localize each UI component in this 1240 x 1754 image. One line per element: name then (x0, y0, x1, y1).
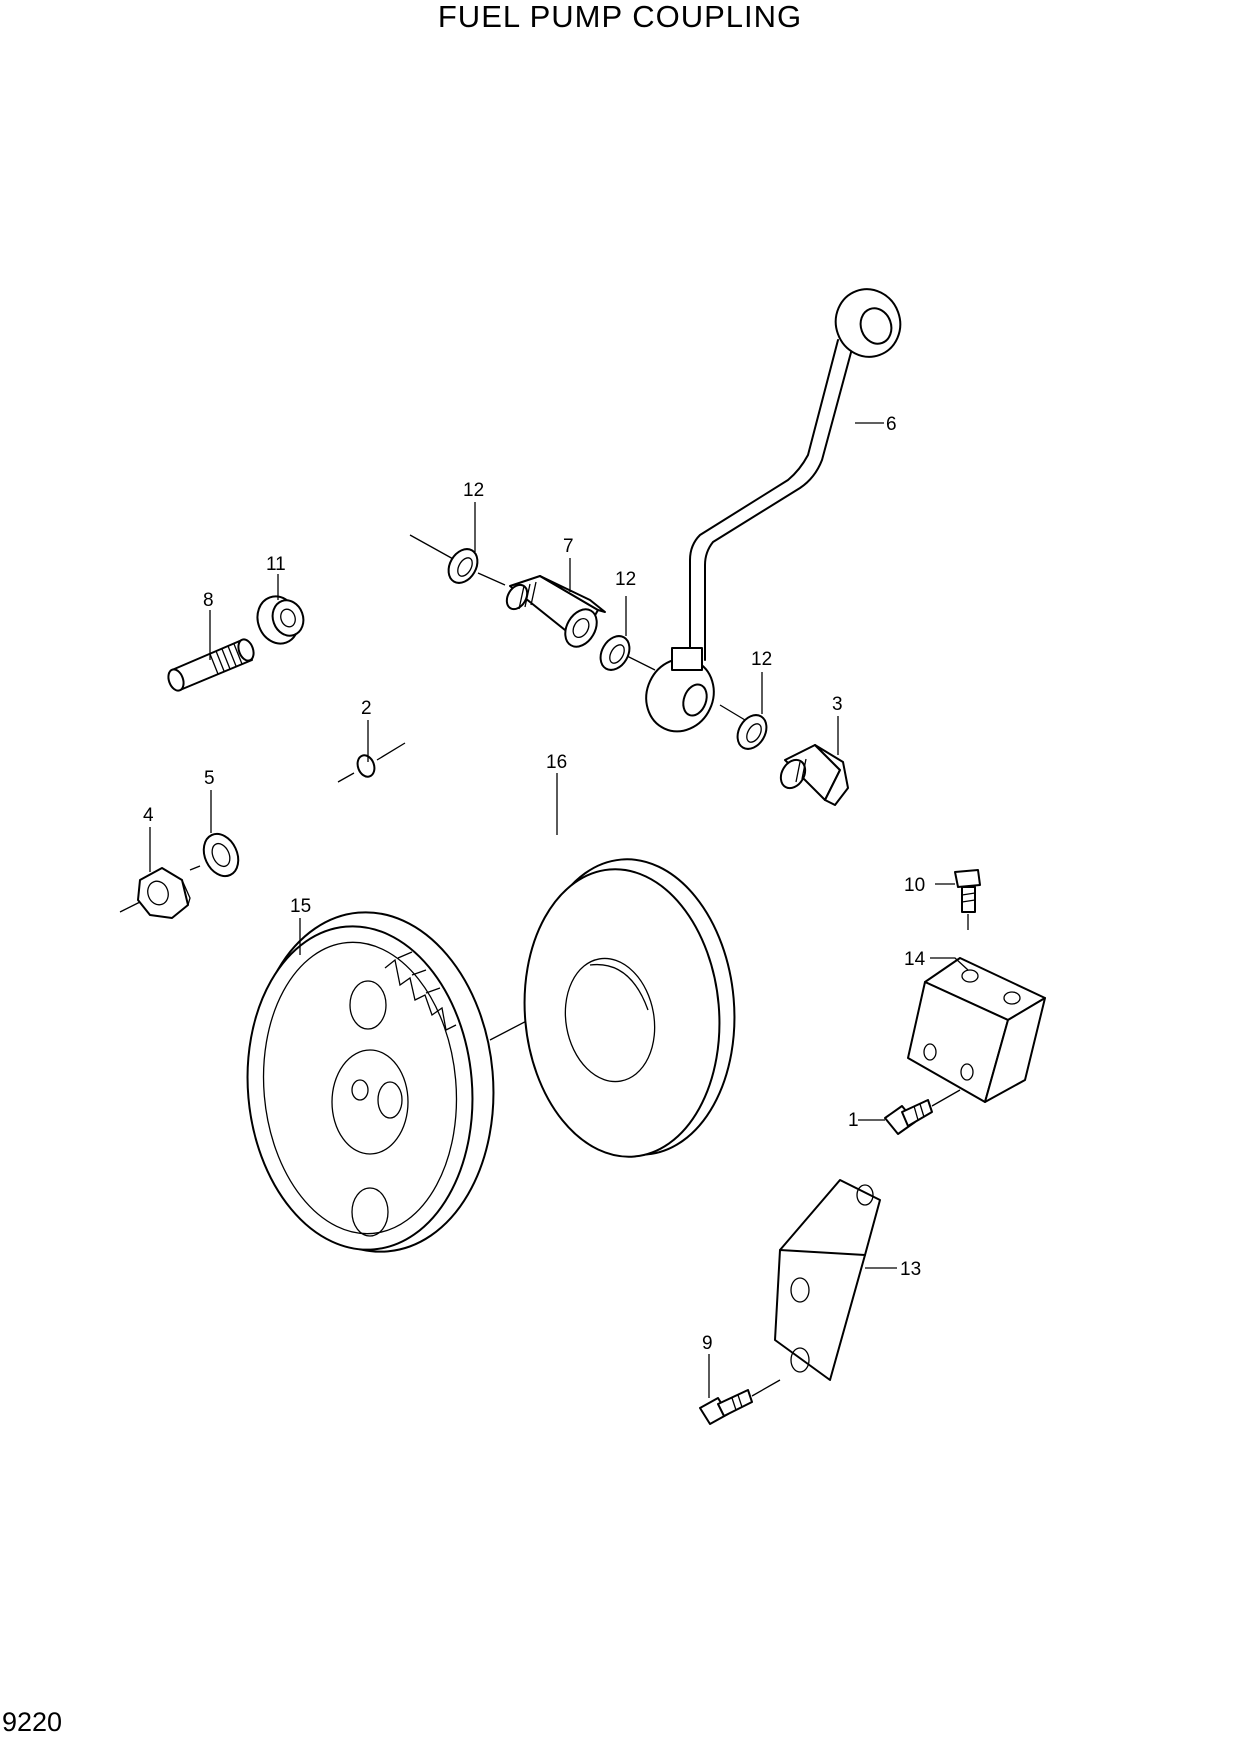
bolt-part-9 (699, 1379, 781, 1425)
bolt-part-1 (884, 1089, 961, 1135)
washer-part-12-c (736, 714, 768, 750)
page-number: 9220 (2, 1707, 63, 1737)
callout-11: 11 (266, 554, 286, 575)
adapter-fitting-part-7 (505, 575, 606, 648)
hex-nut-part-4 (119, 867, 191, 919)
stud-part-8 (167, 638, 255, 692)
callout-2: 2 (361, 698, 372, 719)
callout-7: 7 (563, 536, 574, 557)
callout-4: 4 (143, 805, 154, 826)
axis-line-banjo (409, 534, 746, 721)
callout-16: 16 (546, 752, 567, 773)
callout-9: 9 (702, 1333, 713, 1354)
callout-12-a: 12 (463, 480, 484, 501)
callout-12-c: 12 (751, 649, 772, 670)
callout-8: 8 (203, 590, 214, 611)
callout-12-b: 12 (615, 569, 636, 590)
coupling-disc-part-16 (523, 858, 736, 1158)
callout-13: 13 (900, 1259, 921, 1280)
leader-lines (149, 422, 969, 1398)
callout-1: 1 (848, 1110, 859, 1131)
callout-10: 10 (904, 875, 925, 896)
o-ring-part-2 (337, 742, 406, 783)
mounting-arm-part-13 (774, 1179, 881, 1381)
washer-part-12-b (599, 635, 631, 671)
callout-14: 14 (904, 949, 926, 970)
bolt-part-10 (954, 869, 981, 930)
diagram-title: FUEL PUMP COUPLING (437, 0, 803, 34)
washer-part-12-a (447, 548, 479, 584)
coupling-gear-part-15 (246, 911, 495, 1253)
bracket-part-14 (907, 957, 1046, 1103)
callout-6: 6 (886, 414, 897, 435)
banjo-bolt-part-3 (779, 744, 849, 806)
washer-part-5 (189, 832, 240, 878)
callout-15: 15 (290, 896, 311, 917)
flange-nut-part-11 (256, 595, 305, 645)
fuel-pipe-part-6 (645, 288, 902, 733)
callout-3: 3 (832, 694, 843, 715)
callout-numbers: 1 2 3 4 5 6 7 8 9 10 11 12 12 12 13 14 1… (143, 414, 926, 1354)
callout-5: 5 (204, 768, 215, 789)
